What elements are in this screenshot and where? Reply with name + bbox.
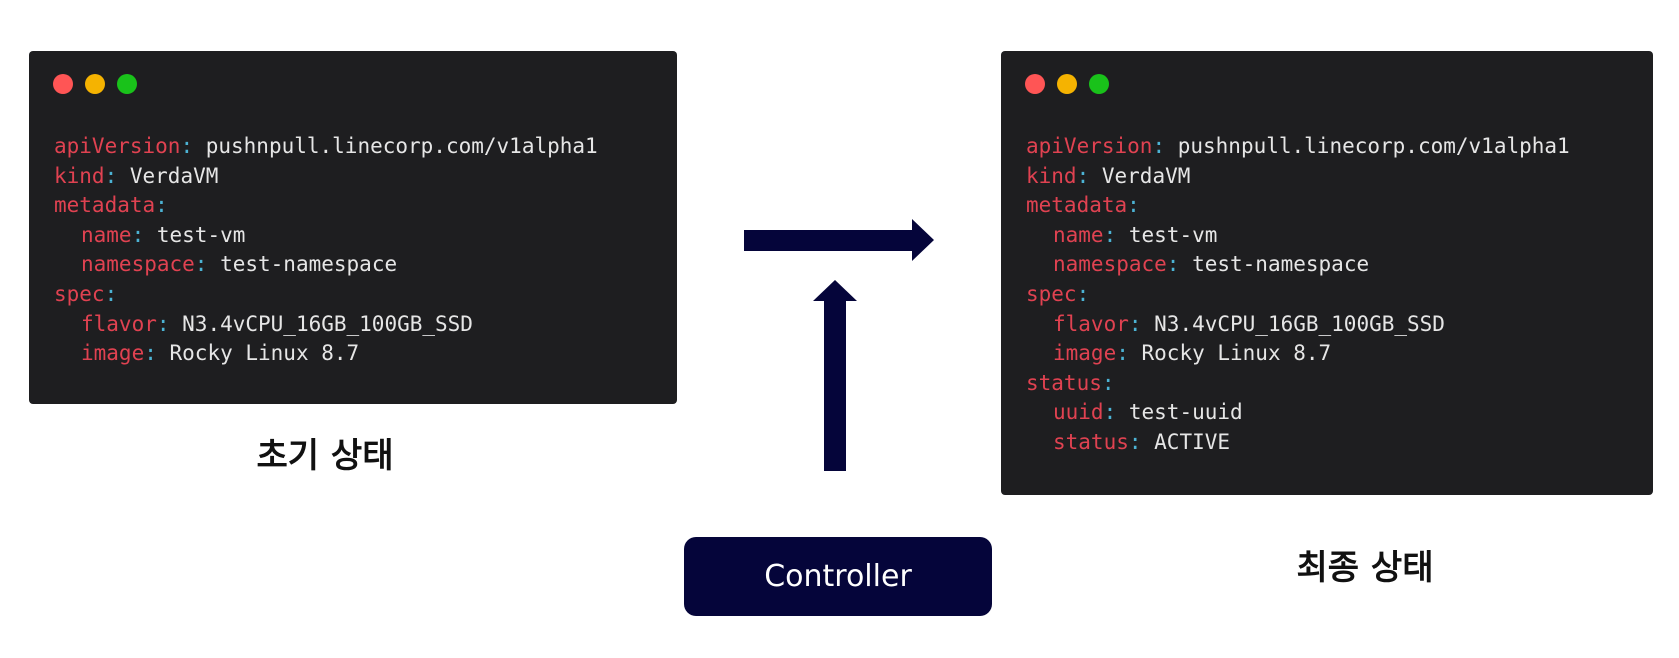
red-dot-icon: [53, 74, 73, 94]
yaml-line: name: test-vm: [1026, 221, 1570, 251]
yaml-code: apiVersion: pushnpull.linecorp.com/v1alp…: [54, 132, 598, 369]
yaml-value: VerdaVM: [1089, 163, 1191, 188]
yaml-value: N3.4vCPU_16GB_100GB_SSD: [1141, 311, 1445, 336]
yaml-key: image: [1053, 341, 1117, 366]
green-dot-icon: [1089, 74, 1109, 94]
red-dot-icon: [1025, 74, 1045, 94]
yellow-dot-icon: [1057, 74, 1077, 94]
yaml-colon: :: [144, 341, 157, 366]
yaml-code: apiVersion: pushnpull.linecorp.com/v1alp…: [1026, 132, 1570, 458]
yaml-line: status:: [1026, 369, 1570, 399]
yaml-colon: :: [1076, 281, 1090, 306]
yaml-key: namespace: [1053, 252, 1167, 277]
yaml-key: flavor: [1053, 311, 1129, 336]
yaml-key: apiVersion: [1026, 134, 1153, 158]
yaml-colon: :: [1076, 163, 1090, 188]
yaml-value: test-namespace: [207, 252, 398, 277]
yaml-line: image: Rocky Linux 8.7: [1026, 339, 1570, 369]
yaml-colon: :: [194, 252, 208, 277]
yaml-line: spec:: [54, 280, 598, 310]
yaml-colon: :: [131, 222, 145, 247]
initial-state-terminal: apiVersion: pushnpull.linecorp.com/v1alp…: [29, 51, 677, 404]
yaml-key: metadata: [54, 193, 156, 218]
yaml-line: metadata:: [1026, 191, 1570, 221]
initial-state-caption: 초기 상태: [256, 436, 394, 476]
yaml-key: namespace: [81, 252, 195, 277]
yaml-line: kind: VerdaVM: [1026, 162, 1570, 192]
yaml-value: pushnpull.linecorp.com/v1alpha1: [193, 134, 598, 158]
yaml-key: apiVersion: [54, 134, 181, 158]
yaml-colon: :: [1103, 222, 1117, 247]
yaml-line: kind: VerdaVM: [54, 162, 598, 192]
yaml-line: spec:: [1026, 280, 1570, 310]
yaml-colon: :: [156, 311, 170, 336]
yaml-key: status: [1026, 370, 1102, 395]
window-controls: [53, 74, 137, 94]
controller-label: Controller: [764, 559, 912, 594]
yaml-colon: :: [1103, 400, 1117, 425]
yaml-colon: :: [180, 134, 194, 158]
yaml-key: spec: [54, 281, 105, 306]
yaml-line: uuid: test-uuid: [1026, 398, 1570, 428]
yaml-line: flavor: N3.4vCPU_16GB_100GB_SSD: [1026, 310, 1570, 340]
yaml-key: name: [1053, 222, 1104, 247]
yellow-dot-icon: [85, 74, 105, 94]
yaml-colon: :: [1152, 134, 1166, 158]
yaml-line: name: test-vm: [54, 221, 598, 251]
yaml-value: test-namespace: [1179, 252, 1370, 277]
yaml-value: Rocky Linux 8.7: [156, 341, 360, 366]
yaml-colon: :: [1166, 252, 1180, 277]
yaml-colon: :: [1101, 370, 1115, 395]
yaml-value: test-vm: [1116, 222, 1218, 247]
yaml-key: uuid: [1053, 400, 1104, 425]
yaml-colon: :: [104, 281, 118, 306]
yaml-colon: :: [1127, 193, 1140, 218]
yaml-key: spec: [1026, 281, 1077, 306]
yaml-line: namespace: test-namespace: [1026, 250, 1570, 280]
final-state-terminal: apiVersion: pushnpull.linecorp.com/v1alp…: [1001, 51, 1653, 495]
yaml-line: metadata:: [54, 191, 598, 221]
yaml-value: test-vm: [144, 222, 246, 247]
yaml-colon: :: [155, 193, 168, 218]
yaml-value: test-uuid: [1116, 400, 1243, 425]
yaml-colon: :: [1116, 341, 1129, 366]
yaml-colon: :: [1128, 429, 1142, 454]
yaml-key: name: [81, 222, 132, 247]
green-dot-icon: [117, 74, 137, 94]
yaml-value: pushnpull.linecorp.com/v1alpha1: [1165, 134, 1570, 158]
yaml-value: VerdaVM: [117, 163, 219, 188]
final-state-caption: 최종 상태: [1296, 548, 1434, 588]
yaml-key: kind: [1026, 163, 1077, 188]
yaml-key: metadata: [1026, 193, 1128, 218]
yaml-colon: :: [1128, 311, 1142, 336]
yaml-key: kind: [54, 163, 105, 188]
up-arrow-icon: [813, 280, 857, 471]
yaml-key: flavor: [81, 311, 157, 336]
yaml-line: flavor: N3.4vCPU_16GB_100GB_SSD: [54, 310, 598, 340]
yaml-key: status: [1053, 429, 1129, 454]
yaml-key: image: [81, 341, 145, 366]
yaml-line: image: Rocky Linux 8.7: [54, 339, 598, 369]
window-controls: [1025, 74, 1109, 94]
yaml-line: apiVersion: pushnpull.linecorp.com/v1alp…: [54, 132, 598, 162]
yaml-line: namespace: test-namespace: [54, 250, 598, 280]
yaml-value: Rocky Linux 8.7: [1128, 341, 1332, 366]
yaml-colon: :: [104, 163, 118, 188]
right-arrow-icon: [744, 219, 934, 261]
yaml-value: ACTIVE: [1141, 429, 1231, 454]
yaml-line: apiVersion: pushnpull.linecorp.com/v1alp…: [1026, 132, 1570, 162]
yaml-line: status: ACTIVE: [1026, 428, 1570, 458]
controller-box: Controller: [684, 537, 992, 616]
yaml-value: N3.4vCPU_16GB_100GB_SSD: [169, 311, 473, 336]
